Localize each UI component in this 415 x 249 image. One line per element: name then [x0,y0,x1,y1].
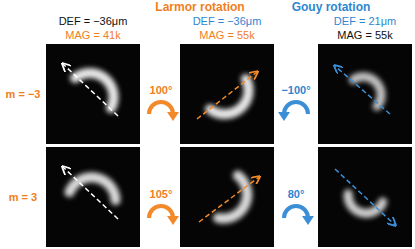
row-label: m = 3 [9,191,37,204]
arrow-head [302,216,314,225]
beam-crescent [349,75,384,107]
orientation-arrow [335,66,390,114]
defocus-label: DEF = −36μm [193,15,262,28]
beam-crescent [346,182,385,219]
defocus-label: DEF = 21μm [334,15,396,28]
column-heading: Gouy rotation [292,1,371,14]
beam-crescent [210,74,251,118]
micrograph-panel [46,44,140,144]
angle-label: 80° [288,188,305,201]
orientation-arrow [63,64,118,116]
angle-label: 105° [150,188,173,201]
magnification-label: MAG = 55k [199,29,254,42]
arrow-head [278,112,290,121]
micrograph-panel [318,44,412,144]
beam-image [63,167,118,219]
micrograph-panel [180,44,274,144]
magnification-label: MAG = 55k [337,29,392,42]
angle-label: 100° [150,84,173,97]
beam-image [197,72,257,119]
micrograph-panel [180,147,274,247]
orientation-arrow [335,169,395,225]
beam-image [63,64,118,116]
orientation-arrow [63,167,118,219]
micrograph-panel [318,147,412,247]
orientation-arrow [197,72,257,119]
arrow-head [167,112,179,121]
beam-image [199,174,259,222]
column-heading: Larmor rotation [155,1,244,14]
arrow-head [167,216,179,225]
beam-image [335,66,390,114]
row-label: m = −3 [6,88,41,101]
magnification-label: MAG = 41k [65,29,120,42]
angle-label: −100° [281,84,310,97]
defocus-label: DEF = −36μm [59,15,128,28]
orientation-arrow [199,177,259,222]
beam-image [335,169,395,225]
micrograph-panel [46,147,140,247]
beam-crescent [75,73,114,108]
